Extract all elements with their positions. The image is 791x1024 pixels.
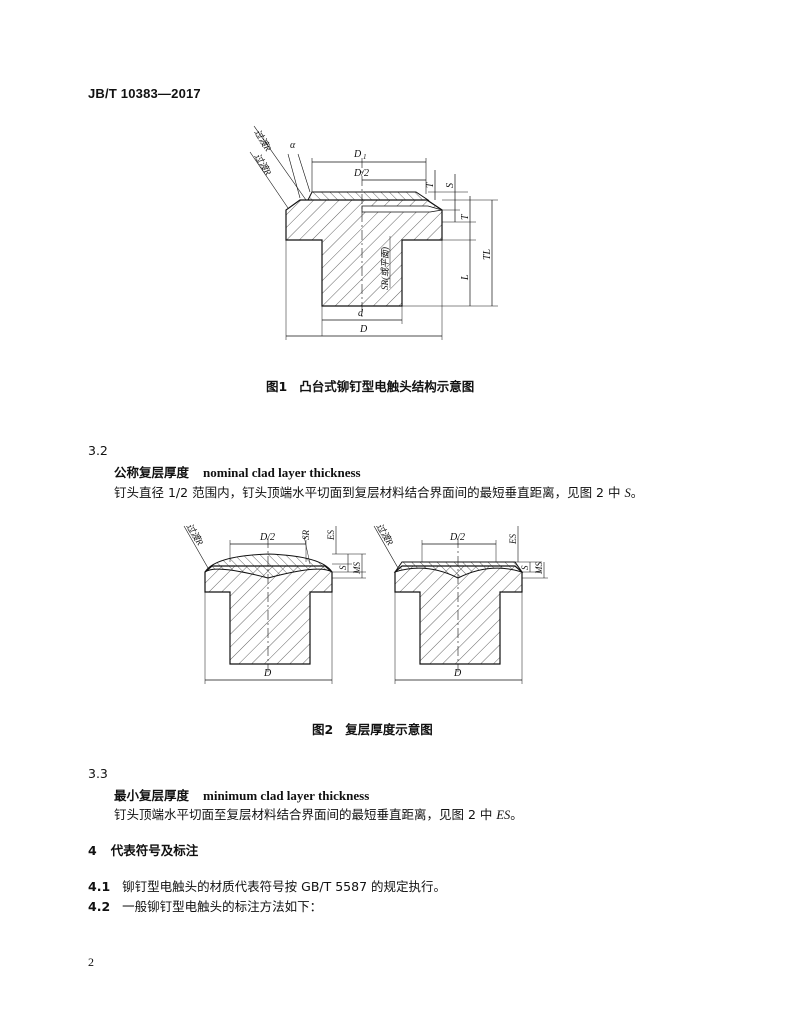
fig1-label-transition-R1: 过渡R	[252, 152, 273, 178]
fig2-right-label-transition-R: 过渡R	[374, 522, 395, 548]
fig2-left-label-D: D	[263, 668, 272, 679]
clause-4-1-text: 铆钉型电触头的材质代表符号按 GB/T 5587 的规定执行。	[122, 879, 446, 894]
clause-4-1-number: 4.1	[88, 879, 111, 894]
fig1-label-D1: D	[353, 149, 362, 160]
section-3-2-number: 3.2	[88, 443, 108, 458]
section-3-3-number: 3.3	[88, 766, 108, 781]
section-3-2-definition-end: 。	[630, 485, 644, 500]
figure-2-left-variant: D/2 过渡R SR ES S MS D	[183, 522, 366, 684]
section-3-3-term-cn: 最小复层厚度	[114, 788, 190, 803]
fig2-left-label-S: S	[338, 565, 348, 570]
figure-1-caption-text: 凸台式铆钉型电触头结构示意图	[299, 379, 475, 394]
clause-4-2-text: 一般铆钉型电触头的标注方法如下：	[122, 899, 323, 914]
figure-2-right-variant: D/2 过渡R ES S MS D	[373, 522, 548, 684]
fig1-label-T1: T	[425, 181, 436, 188]
fig1-label-d: d	[358, 308, 364, 319]
fig1-label-Dhalf: D/2	[353, 168, 369, 179]
section-3-2-symbol: S	[624, 486, 631, 500]
section-3-2-definition-text: 钉头直径 1/2 范围内，钉头顶端水平切面到复层材料结合界面间的最短垂直距离，见…	[114, 485, 625, 500]
fig2-right-label-Dhalf: D/2	[449, 532, 465, 543]
clause-4-2-number: 4.2	[88, 899, 111, 914]
fig1-label-D1-sub: 1	[363, 153, 367, 161]
fig2-right-label-S: S	[520, 565, 530, 570]
fig2-left-label-Dhalf: D/2	[259, 532, 275, 543]
document-code-header: JB/T 10383—2017	[88, 86, 201, 101]
figure-2-caption-number: 图2	[312, 722, 334, 737]
fig2-left-label-SR: SR	[301, 530, 311, 541]
fig2-right-label-ES: ES	[508, 534, 518, 545]
fig1-label-T: T	[460, 213, 471, 220]
figure-1-caption-number: 图1	[266, 379, 288, 394]
fig1-label-L: L	[460, 274, 471, 281]
fig1-label-S: S	[445, 183, 456, 188]
section-3-3-term: 最小复层厚度 minimum clad layer thickness	[114, 785, 369, 804]
section-4-heading: 4 代表符号及标注	[88, 840, 198, 859]
section-4-title: 代表符号及标注	[110, 843, 199, 858]
fig1-label-SR: SR(或平面)	[380, 247, 390, 290]
fig1-label-D: D	[359, 324, 368, 335]
section-3-3-term-en: minimum clad layer thickness	[203, 788, 370, 803]
fig1-label-TL: TL	[482, 248, 493, 260]
section-3-3-symbol: ES	[496, 808, 511, 822]
figure-2-caption-text: 复层厚度示意图	[345, 722, 433, 737]
figure-2-clad-thickness-diagram: D/2 过渡R SR ES S MS D D/2 过渡R	[183, 522, 548, 684]
section-3-2-term: 公称复层厚度 nominal clad layer thickness	[114, 462, 361, 481]
figure-1-caption: 图1 凸台式铆钉型电触头结构示意图	[266, 376, 474, 395]
fig1-label-alpha: α	[290, 140, 296, 151]
clause-4-2: 4.2 一般铆钉型电触头的标注方法如下：	[88, 896, 322, 915]
figure-2-caption: 图2 复层厚度示意图	[312, 719, 433, 738]
page-number: 2	[88, 955, 94, 969]
section-3-3-definition-end: 。	[510, 807, 523, 822]
fig2-left-label-transition-R: 过渡R	[184, 522, 205, 548]
section-3-3-definition-text: 钉头顶端水平切面至复层材料结合界面间的最短垂直距离，见图 2 中	[114, 807, 497, 822]
fig2-right-label-MS: MS	[534, 562, 544, 575]
clause-4-1: 4.1 铆钉型电触头的材质代表符号按 GB/T 5587 的规定执行。	[88, 876, 446, 895]
fig2-right-label-D: D	[453, 668, 462, 679]
fig2-left-label-ES: ES	[326, 530, 336, 541]
section-3-2-term-cn: 公称复层厚度	[114, 465, 190, 480]
section-4-number: 4	[88, 843, 97, 858]
figure-1-rivet-diagram: D 1 D/2 α 过渡R 过渡R T S T L TL SR(或平面) d D	[249, 125, 498, 340]
section-3-3-definition: 钉头顶端水平切面至复层材料结合界面间的最短垂直距离，见图 2 中 ES。	[114, 804, 523, 823]
section-3-2-definition: 钉头直径 1/2 范围内，钉头顶端水平切面到复层材料结合界面间的最短垂直距离，见…	[114, 482, 643, 501]
fig2-left-label-MS: MS	[352, 562, 362, 575]
section-3-2-term-en: nominal clad layer thickness	[203, 465, 361, 480]
